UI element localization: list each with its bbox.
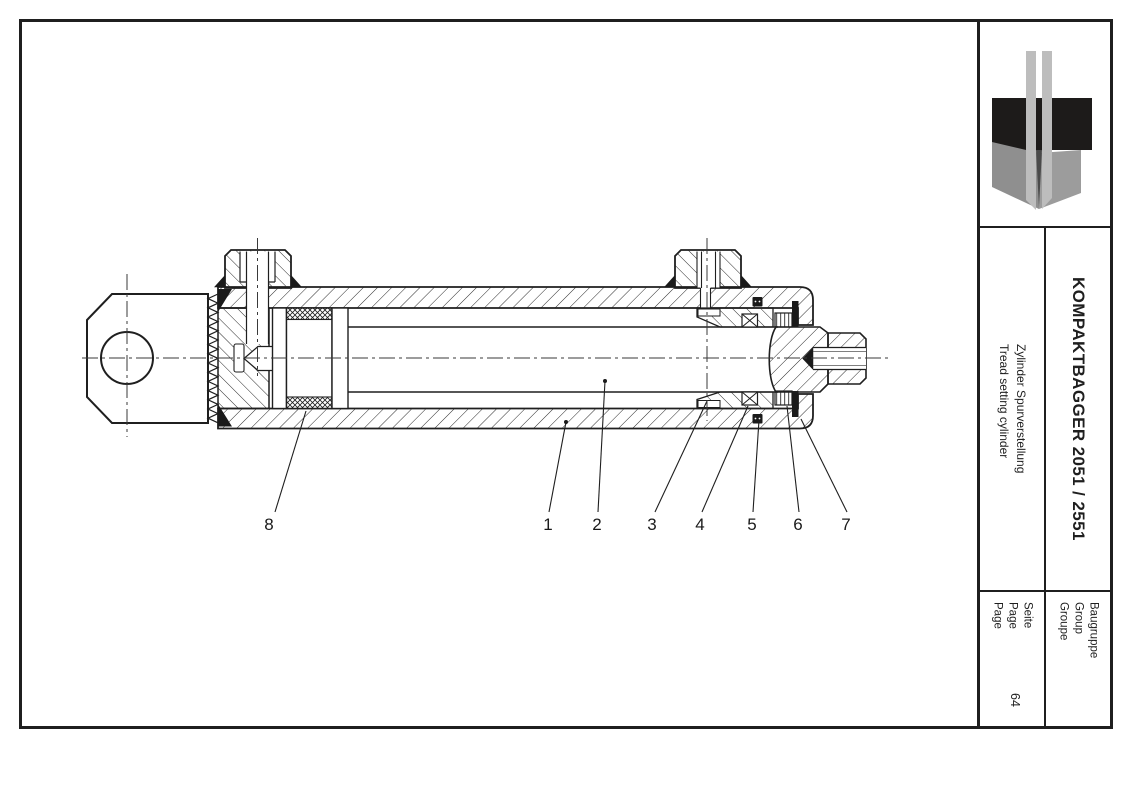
callout-6: 6 bbox=[793, 515, 803, 534]
logo-cell bbox=[980, 22, 1110, 228]
model-title: KOMPAKTBAGGER 2051 / 2551 bbox=[1069, 277, 1088, 541]
callout-2: 2 bbox=[592, 515, 602, 534]
callout-3: 3 bbox=[647, 515, 657, 534]
page-label-column: Seite Page Page 64 bbox=[980, 592, 1046, 726]
callout-5: 5 bbox=[747, 515, 757, 534]
callout-4: 4 bbox=[695, 515, 705, 534]
group-labels: Baugruppe Group Groupe bbox=[1056, 592, 1101, 658]
title-cell: Zylinder Spurverstellung Tread setting c… bbox=[980, 228, 1110, 592]
group-label-column: Baugruppe Group Groupe bbox=[1046, 592, 1110, 726]
group-label-fr: Groupe bbox=[1057, 602, 1070, 641]
page-label-fr: Page bbox=[991, 602, 1004, 629]
model-column: KOMPAKTBAGGER 2051 / 2551 bbox=[1046, 228, 1110, 590]
page-frame bbox=[19, 19, 1113, 729]
subtitle-german: Zylinder Spurverstellung bbox=[1014, 344, 1028, 474]
subtitle-column: Zylinder Spurverstellung Tread setting c… bbox=[980, 228, 1046, 590]
group-label-en: Group bbox=[1072, 602, 1085, 634]
page-labels: Seite Page Page bbox=[990, 592, 1035, 629]
page-info-cell: Seite Page Page 64 Baugruppe Group Group… bbox=[980, 592, 1110, 726]
group-label-de: Baugruppe bbox=[1087, 602, 1100, 659]
drawing-subtitle: Zylinder Spurverstellung Tread setting c… bbox=[995, 344, 1029, 473]
brand-mark-icon bbox=[992, 51, 1092, 210]
page-label-de: Seite bbox=[1021, 602, 1034, 629]
callout-7: 7 bbox=[841, 515, 851, 534]
title-block: Zylinder Spurverstellung Tread setting c… bbox=[977, 22, 1110, 726]
callout-8: 8 bbox=[264, 515, 274, 534]
page-label-en: Page bbox=[1006, 602, 1019, 629]
subtitle-english: Tread setting cylinder bbox=[997, 344, 1011, 459]
callout-1: 1 bbox=[543, 515, 553, 534]
page-number: 64 bbox=[1008, 693, 1022, 707]
